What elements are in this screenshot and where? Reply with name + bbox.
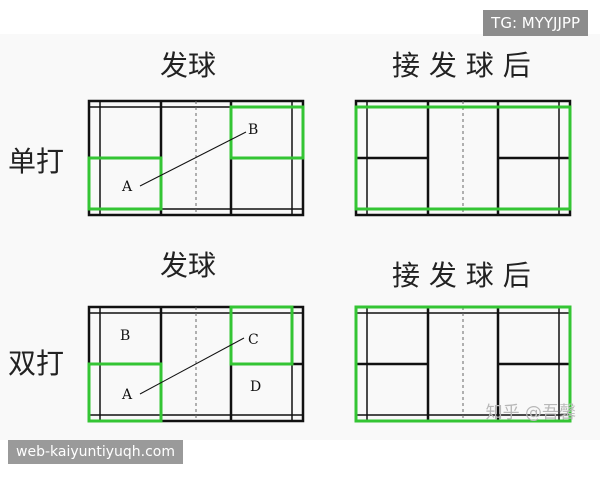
watermark: 知乎 @吾馨 — [485, 403, 576, 423]
singles-after-court — [354, 99, 572, 217]
tg-badge: TG: MYYJJPP — [483, 10, 588, 36]
doubles-after-court — [354, 305, 572, 423]
receive-zone-b — [229, 105, 305, 160]
singles-serve-title: 发球 — [160, 49, 217, 82]
serve-trajectory — [139, 337, 245, 395]
singles-play-area — [354, 105, 572, 211]
court-lines — [354, 99, 572, 217]
doubles-serve-title: 发球 — [160, 249, 217, 282]
receive-zone-c — [229, 305, 294, 366]
point-b-label: B — [248, 122, 258, 138]
point-d-label: D — [250, 379, 261, 395]
point-c-label: C — [248, 332, 259, 348]
url-badge: web-kaiyuntiyuqh.com — [8, 440, 184, 464]
singles-after-title: 接 发 球 后 — [392, 49, 531, 82]
point-a-label: A — [121, 179, 133, 195]
doubles-after-title: 接 发 球 后 — [392, 259, 531, 292]
serve-zone-a — [87, 156, 163, 211]
point-a-label: A — [121, 387, 133, 403]
singles-label: 单打 — [8, 145, 65, 178]
singles-serve-court: A B — [87, 99, 305, 217]
doubles-serve-court: B A C D — [87, 305, 305, 423]
point-b-label: B — [120, 328, 130, 344]
doubles-label: 双打 — [8, 347, 65, 380]
serve-zone-a — [87, 362, 163, 423]
doubles-play-area — [354, 305, 572, 423]
serve-trajectory — [139, 131, 247, 187]
